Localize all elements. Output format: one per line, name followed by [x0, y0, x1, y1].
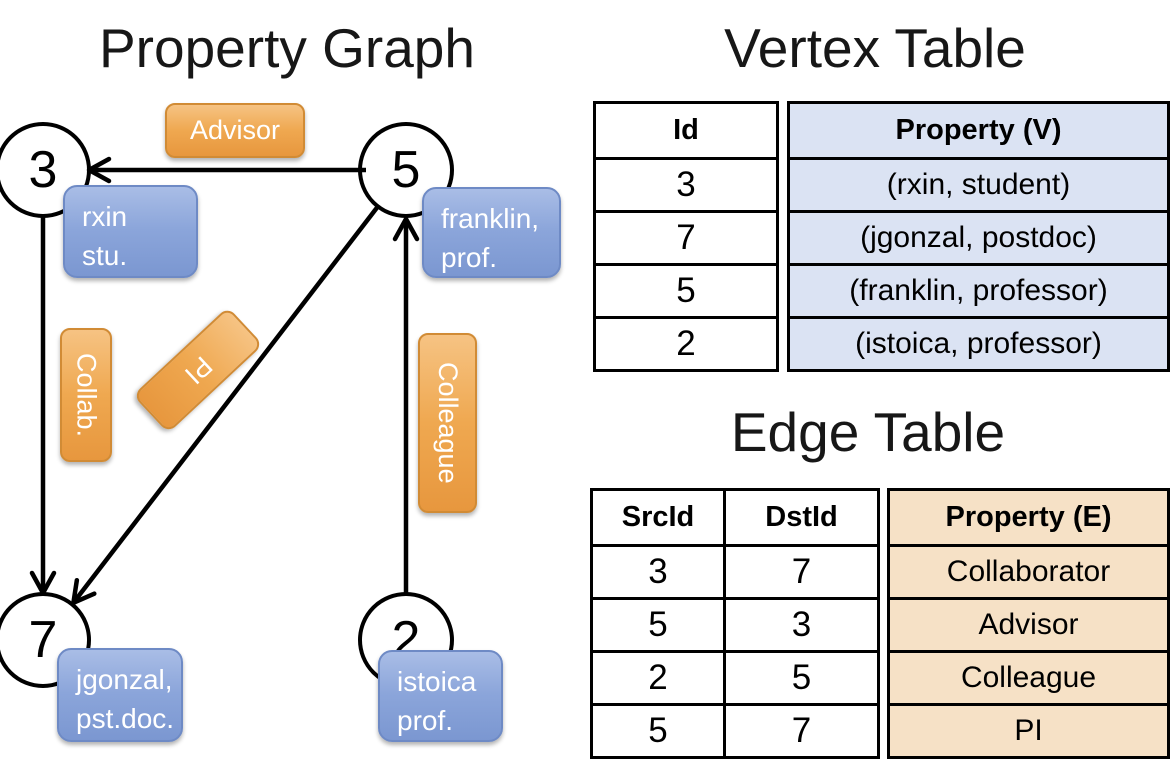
edge-table-cell-property: Advisor — [890, 597, 1167, 650]
node-7-id: 7 — [28, 611, 58, 669]
edge-table-header-srcid: SrcId — [621, 501, 695, 533]
edge-label-collab: Collab. — [60, 328, 112, 462]
edge-table-cell-property: Collaborator — [890, 544, 1167, 597]
vertex-property-line: prof. — [397, 704, 454, 736]
vertex-property-line: rxin — [82, 201, 128, 232]
vertex-property-line: stu. — [82, 239, 128, 271]
edge-table-cell-dstid: 3 — [723, 600, 877, 650]
edge-table-header-row: SrcId DstId — [593, 491, 877, 544]
vertex-table-cell-id: 5 — [596, 263, 776, 316]
edge-label-colleague: Colleague — [418, 333, 477, 513]
vertex-table-property-column: Property (V) (rxin, student) (jgonzal, p… — [787, 101, 1170, 372]
vertex-table-header-property: Property (V) — [790, 104, 1167, 157]
vertex-property-line: prof. — [441, 241, 498, 273]
vertex-table-cell-property: (rxin, student) — [790, 157, 1167, 210]
edge-label-advisor: Advisor — [165, 103, 305, 158]
edge-label-pi: PI — [132, 306, 264, 434]
vertex-table-cell-property: (jgonzal, postdoc) — [790, 210, 1167, 263]
vertex-property-line: istoica — [397, 666, 477, 697]
edge-table-cell-property: Colleague — [890, 650, 1167, 703]
edge-table-header-property: Property (E) — [890, 491, 1167, 544]
vertex-property-line: franklin, — [441, 203, 540, 234]
vertex-property-box-istoica: istoica prof. — [378, 650, 503, 742]
edge-table-title: Edge Table — [730, 401, 1006, 463]
edge-table: SrcId DstId 3 7 5 3 2 5 5 7 Property (E)… — [590, 488, 1170, 759]
edge-table-cell-dstid: 7 — [723, 706, 877, 756]
vertex-property-box-franklin: franklin, prof. — [422, 187, 561, 278]
vertex-table-cell-property: (franklin, professor) — [790, 263, 1167, 316]
vertex-table-cell-id: 2 — [596, 316, 776, 369]
edge-table-cell-srcid: 5 — [648, 711, 668, 750]
vertex-table-cell-id: 3 — [596, 157, 776, 210]
node-5-id: 5 — [391, 141, 421, 199]
vertex-property-line: jgonzal, — [76, 664, 173, 695]
node-3-id: 3 — [28, 141, 58, 199]
edge-table-cell-dstid: 5 — [723, 653, 877, 703]
edge-table-cell-srcid: 5 — [648, 605, 668, 644]
edge-table-cell-property: PI — [890, 703, 1167, 756]
edge-table-id-row: 5 3 — [593, 597, 877, 650]
vertex-property-box-rxin: rxin stu. — [63, 185, 198, 278]
edge-table-property-column: Property (E) Collaborator Advisor Collea… — [887, 488, 1170, 759]
property-graph-title: Property Graph — [98, 17, 475, 79]
edge-table-id-row: 2 5 — [593, 650, 877, 703]
edge-table-cell-dstid: 7 — [723, 547, 877, 597]
edge-table-cell-srcid: 3 — [648, 552, 668, 591]
vertex-table-id-column: Id 3 7 5 2 — [593, 101, 779, 372]
edge-table-cell-srcid: 2 — [648, 658, 668, 697]
vertex-table-title: Vertex Table — [724, 17, 1026, 79]
vertex-property-line: pst.doc. — [76, 702, 175, 734]
vertex-property-box-jgonzal: jgonzal, pst.doc. — [57, 648, 183, 742]
edge-table-id-row: 5 7 — [593, 703, 877, 756]
vertex-table: Id 3 7 5 2 Property (V) (rxin, student) … — [593, 101, 1170, 372]
vertex-table-cell-property: (istoica, professor) — [790, 316, 1167, 369]
edge-table-id-row: 3 7 — [593, 544, 877, 597]
vertex-table-header-id: Id — [673, 114, 699, 146]
graph-node-3: 3 — [0, 122, 91, 218]
edge-table-header-dstid: DstId — [723, 491, 877, 544]
edge-table-id-columns: SrcId DstId 3 7 5 3 2 5 5 7 — [590, 488, 880, 759]
vertex-table-cell-id: 7 — [596, 210, 776, 263]
